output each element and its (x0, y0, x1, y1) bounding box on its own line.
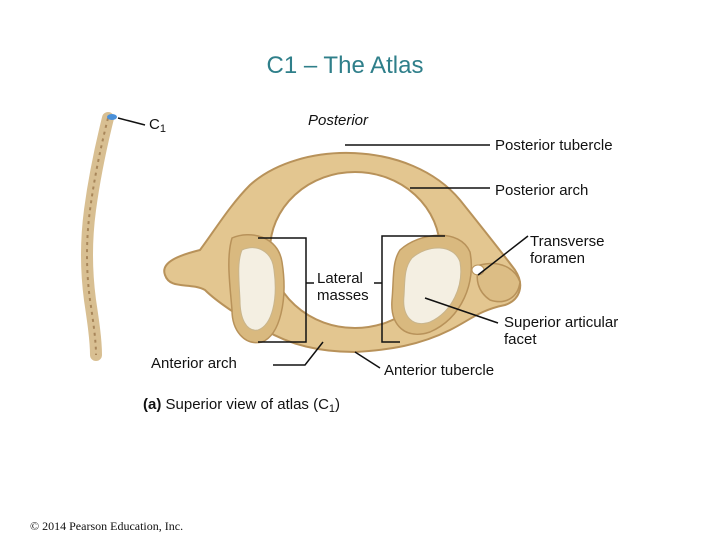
posterior-label: Posterior (308, 112, 369, 129)
lateral-masses-bracket-left (258, 237, 307, 343)
anterior-arch-label: Anterior arch (151, 355, 237, 372)
lateral-masses-bracket-right (381, 235, 445, 343)
c1-subscript: 1 (159, 123, 166, 135)
atlas-bone (163, 152, 522, 354)
anterior-arch-leader (273, 341, 324, 366)
superior-articular-facet-leader (424, 297, 499, 324)
superior-articular-facet-label: Superior articular facet (504, 314, 618, 348)
c1-leader (117, 117, 146, 126)
transverse-foramen-leader (477, 235, 529, 276)
page-title: C1 – The Atlas (266, 52, 424, 79)
transverse-foramen-line1: Transverse (530, 233, 605, 250)
superior-articular-facet-line1: Superior articular (504, 314, 619, 331)
posterior-arch-label: Posterior arch (495, 182, 589, 199)
caption-subscript: 1 (328, 403, 336, 415)
transverse-foramen-line2: foramen (530, 250, 586, 267)
spine-figure (81, 112, 117, 361)
leader-lines (117, 117, 529, 369)
figure-caption: (a) Superior view of atlas (C1) (143, 396, 340, 415)
lateral-masses-line2: masses (317, 287, 369, 304)
caption-part: (a) (143, 396, 162, 413)
lateral-masses-line1: Lateral (317, 270, 363, 287)
posterior-tubercle-label: Posterior tubercle (495, 137, 613, 154)
anterior-tubercle-leader (354, 351, 381, 369)
caption-close: ) (335, 396, 341, 413)
c1-highlight (107, 114, 117, 120)
copyright-notice: © 2014 Pearson Education, Inc. (30, 519, 184, 533)
c1-label: C1 (149, 116, 166, 138)
anterior-tubercle-label: Anterior tubercle (384, 362, 495, 379)
superior-articular-facet-line2: facet (504, 331, 537, 348)
transverse-foramen-label: Transverse foramen (530, 233, 604, 267)
lateral-masses-label: Lateral masses (317, 270, 369, 304)
caption-text: Superior view of atlas (C (165, 396, 329, 413)
c1-letter: C (149, 116, 160, 133)
